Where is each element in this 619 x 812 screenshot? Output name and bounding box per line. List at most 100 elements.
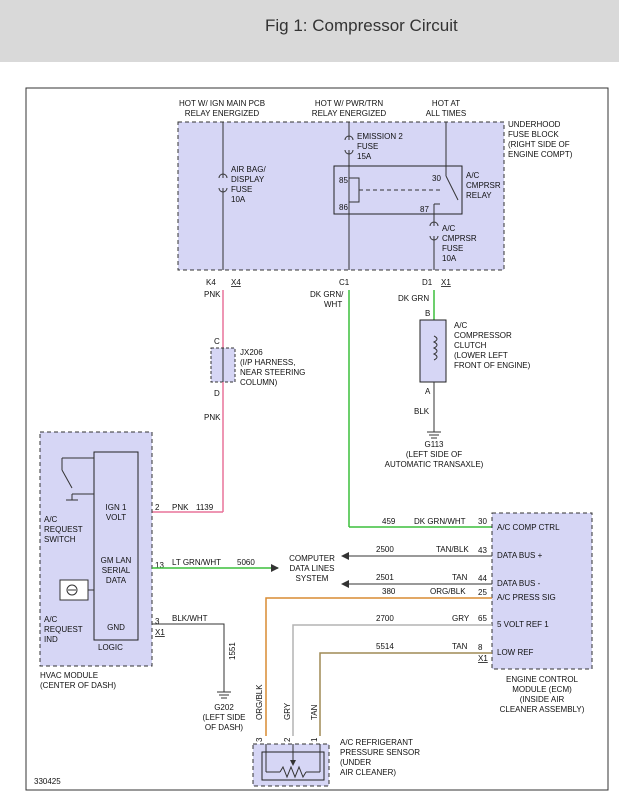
switch-label-text: A/C [44,515,58,524]
source-ign-main: HOT W/ IGN MAIN PCB [179,99,265,108]
ecm-label-text: CLEANER ASSEMBLY) [500,705,585,714]
source-pwr-trn: RELAY ENERGIZED [312,109,387,118]
logic-item-gnd: GND [107,623,125,632]
fuse-block-label-line: UNDERHOOD [508,120,561,129]
emission-fuse-label: EMISSION 2 FUSE 15A [357,132,403,161]
hvac-label-text: HVAC MODULE [40,671,98,680]
data-lines-text: COMPUTER [289,554,335,563]
connector-d1: D1 [422,278,433,287]
clutch-label-text: FRONT OF ENGINE) [454,361,531,370]
hvac-logic-items: IGN 1 VOLT GM LAN SERIAL DATA GND [101,503,132,632]
ecm-item-data-bus-plus: DATA BUS + [497,551,543,560]
ecm-item-data-bus-minus: DATA BUS - [497,579,541,588]
sensor-label: A/C REFRIGERANT PRESSURE SENSOR (UNDER A… [340,738,420,777]
g113-label: G113 (LEFT SIDE OF AUTOMATIC TRANSAXLE) [385,440,484,469]
airbag-fuse-text: 10A [231,195,246,204]
fuse-block-label-line: FUSE BLOCK [508,130,559,139]
jx206-label-text: NEAR STEERING [240,368,305,377]
data-lines-text: SYSTEM [296,574,329,583]
header-bar: Fig 1: Compressor Circuit [0,0,619,62]
source-pwr-trn: HOT W/ PWR/TRN [315,99,384,108]
g113-label-text: (LEFT SIDE OF [406,450,462,459]
figure-id: 330425 [34,777,61,786]
relay-pin-86: 86 [339,203,348,212]
airbag-fuse-text: DISPLAY [231,175,265,184]
ecm-wire-dk-grn-wht: DK GRN/WHT [414,517,466,526]
hvac-logic-label: LOGIC [98,643,123,652]
wire-label-blk: BLK [414,407,430,416]
ecm-wire-5514: 5514 [376,642,394,651]
wire-label-dk-grn-wht: WHT [324,300,342,309]
engine-control-module [491,512,593,670]
cmprsr-fuse-text: 10A [442,254,457,263]
clutch-pin-b: B [425,309,430,318]
clutch-label-text: A/C [454,321,468,330]
g113-label-text: AUTOMATIC TRANSAXLE) [385,460,484,469]
hvac-logic-block [93,451,139,641]
logic-item-gmlan: DATA [106,576,127,585]
emission-fuse-text: EMISSION 2 [357,132,403,141]
ecm-connector-x1: X1 [478,654,488,663]
wire-label-dk-grn-wht: DK GRN/ [310,290,344,299]
ecm-wire-459: 459 [382,517,396,526]
clutch-pin-a: A [425,387,431,396]
g202-label-text: (LEFT SIDE [203,713,246,722]
relay-pin-30: 30 [432,174,441,183]
fuse-block-label-line: (RIGHT SIDE OF [508,140,570,149]
relay-pin-87: 87 [420,205,429,214]
hvac-wire-lt-grn-wht: LT GRN/WHT [172,558,221,567]
ac-request-indicator-icon [59,579,94,601]
ac-request-switch-label: A/C REQUEST SWITCH [44,515,83,544]
data-lines-text: DATA LINES [289,564,334,573]
airbag-fuse-text: AIR BAG/ [231,165,266,174]
sensor-label-text: (UNDER [340,758,371,767]
ecm-wire-tan-blk: TAN/BLK [436,545,469,554]
hvac-wire-1551: 1551 [228,642,237,660]
diagram-frame [25,87,609,791]
relay-label-text: CMPRSR [466,181,501,190]
switch-label-text: REQUEST [44,525,83,534]
sensor-pin-3: 3 [255,737,264,742]
fuse-block-label-line: ENGINE COMPT) [508,150,573,159]
ecm-pin-44: 44 [478,574,487,583]
clutch-coil-icon [432,335,438,361]
computer-data-lines-label: COMPUTER DATA LINES SYSTEM [289,554,335,583]
hvac-pin-13: 13 [155,561,164,570]
wire-label-pnk: PNK [204,290,221,299]
sensor-wire-org-blk: ORG/BLK [255,684,264,720]
hvac-module-label: HVAC MODULE (CENTER OF DASH) [40,671,116,690]
sensor-wire-gry: GRY [283,702,292,720]
fuse-block-label: UNDERHOOD FUSE BLOCK (RIGHT SIDE OF ENGI… [508,120,573,159]
sensor-pin-1: 1 [310,737,319,742]
ecm-pin-65: 65 [478,614,487,623]
jx206-label-text: (I/P HARNESS, [240,358,295,367]
ecm-items: A/C COMP CTRL DATA BUS + DATA BUS - A/C … [497,523,560,657]
ecm-pin-8: 8 [478,643,483,652]
hvac-wire-5060: 5060 [237,558,255,567]
sensor-label-text: PRESSURE SENSOR [340,748,420,757]
cmprsr-fuse-text: CMPRSR [442,234,477,243]
ac-request-switch-icon [61,457,94,501]
ecm-pin-25: 25 [478,588,487,597]
ecm-wire-380: 380 [382,587,396,596]
source-ign-main: RELAY ENERGIZED [185,109,260,118]
ecm-item-5v-ref: 5 VOLT REF 1 [497,620,549,629]
ecm-wire-org-blk: ORG/BLK [430,587,466,596]
ac-request-ind-label: A/C REQUEST IND [44,615,83,644]
emission-fuse-text: 15A [357,152,372,161]
ecm-wire-2501: 2501 [376,573,394,582]
ecm-wire-2500: 2500 [376,545,394,554]
relay-label-text: RELAY [466,191,492,200]
relay-label-text: A/C [466,171,480,180]
source-hot-all-times: ALL TIMES [426,109,466,118]
logic-item-ign1: VOLT [106,513,126,522]
jx206-label-text: COLUMN) [240,378,278,387]
ind-label-text: IND [44,635,58,644]
hvac-pin-3: 3 [155,617,160,626]
ecm-wire-tan-2: TAN [452,642,468,651]
connector-k4: K4 [206,278,216,287]
cmprsr-fuse-text: FUSE [442,244,463,253]
logic-item-gmlan: GM LAN [101,556,132,565]
relay-label: A/C CMPRSR RELAY [466,171,501,200]
ecm-label: ENGINE CONTROL MODULE (ECM) (INSIDE AIR … [500,675,585,714]
